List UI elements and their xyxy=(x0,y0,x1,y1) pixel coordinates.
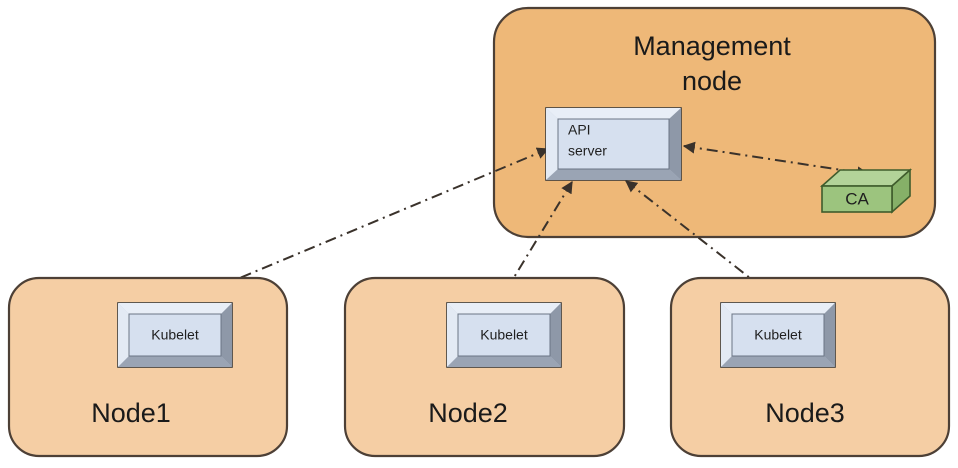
api-server-bevel-right xyxy=(669,108,681,180)
node2-kubelet-box[interactable]: Kubelet xyxy=(446,302,562,368)
node2-kubelet-bevel-bottom xyxy=(447,356,561,367)
node1-kubelet-face xyxy=(128,313,222,357)
api-server-bevel-left xyxy=(546,108,558,180)
node1-kubelet-box[interactable]: Kubelet xyxy=(117,302,233,368)
node3-kubelet-box[interactable]: Kubelet xyxy=(720,302,836,368)
node2-kubelet-face xyxy=(457,313,551,357)
ca-label: CA xyxy=(845,189,869,208)
node3-kubelet-bevel-bottom xyxy=(721,356,835,367)
api-server-bevel-bottom xyxy=(546,169,681,180)
node1-kubelet-bevel-top xyxy=(118,303,232,314)
node3-title: Node3 xyxy=(765,398,845,428)
management-node-title-line2: node xyxy=(682,66,742,96)
node1-container[interactable]: Kubelet Node1 xyxy=(7,276,289,458)
node3-kubelet-bevel-right xyxy=(824,303,835,367)
node3-container[interactable]: Kubelet Node3 xyxy=(669,276,951,458)
node3-kubelet-bevel-top xyxy=(721,303,835,314)
node2-container[interactable]: Kubelet Node2 xyxy=(343,276,626,458)
api-server-box[interactable]: API server xyxy=(545,107,682,181)
ca-box-front-face xyxy=(821,185,893,213)
node1-title: Node1 xyxy=(91,398,171,428)
node2-title: Node2 xyxy=(428,398,508,428)
node2-kubelet-bevel-left xyxy=(447,303,458,367)
node3-kubelet-bevel-left xyxy=(721,303,732,367)
node2-kubelet-bevel-top xyxy=(447,303,561,314)
api-server-label-line2: server xyxy=(568,143,607,159)
node3-kubelet-face xyxy=(731,313,825,357)
management-node-title-line1: Management xyxy=(633,31,791,61)
node2-kubelet-label: Kubelet xyxy=(480,327,528,343)
api-server-face xyxy=(557,118,670,170)
node3-kubelet-label: Kubelet xyxy=(754,327,802,343)
api-server-label-line1: API xyxy=(568,122,591,138)
node1-kubelet-bevel-bottom xyxy=(118,356,232,367)
node1-kubelet-bevel-right xyxy=(221,303,232,367)
api-server-bevel-top xyxy=(546,108,681,119)
node1-kubelet-label: Kubelet xyxy=(151,327,199,343)
ca-box[interactable]: CA xyxy=(819,168,913,214)
node2-kubelet-bevel-right xyxy=(550,303,561,367)
connector-api-server-to-ca[interactable] xyxy=(682,141,870,179)
node1-kubelet-bevel-left xyxy=(118,303,129,367)
